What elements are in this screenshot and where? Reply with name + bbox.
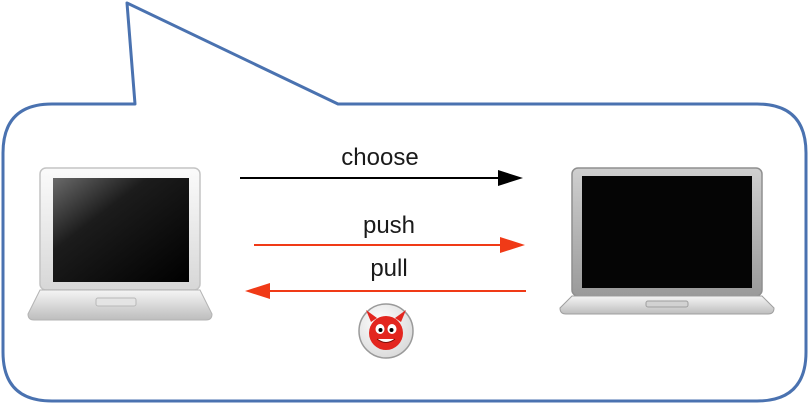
bsd-daemon-icon: [358, 303, 414, 359]
pull-label: pull: [370, 255, 407, 282]
left-laptop-icon: [27, 167, 213, 321]
push-label: push: [363, 212, 415, 239]
push-arrow: [254, 237, 525, 253]
pull-arrow: [245, 283, 526, 299]
choose-label: choose: [341, 144, 418, 171]
right-laptop-icon: [559, 167, 775, 315]
choose-arrow: [240, 170, 523, 186]
